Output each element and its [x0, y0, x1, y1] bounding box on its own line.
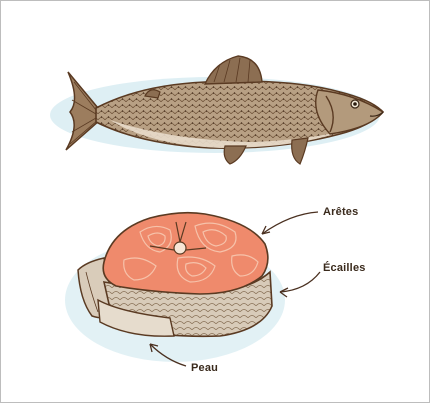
label-ecailles: Écailles: [323, 262, 366, 274]
aretes-arrow: [262, 212, 318, 234]
salmon-steak: [78, 213, 272, 337]
fish-pectoral-fin: [292, 138, 308, 164]
whole-fish: [66, 56, 383, 164]
fish-anal-fin: [224, 146, 246, 164]
label-peau: Peau: [191, 362, 218, 374]
label-aretes: Arêtes: [323, 206, 358, 218]
fish-dorsal-fin: [205, 56, 262, 84]
